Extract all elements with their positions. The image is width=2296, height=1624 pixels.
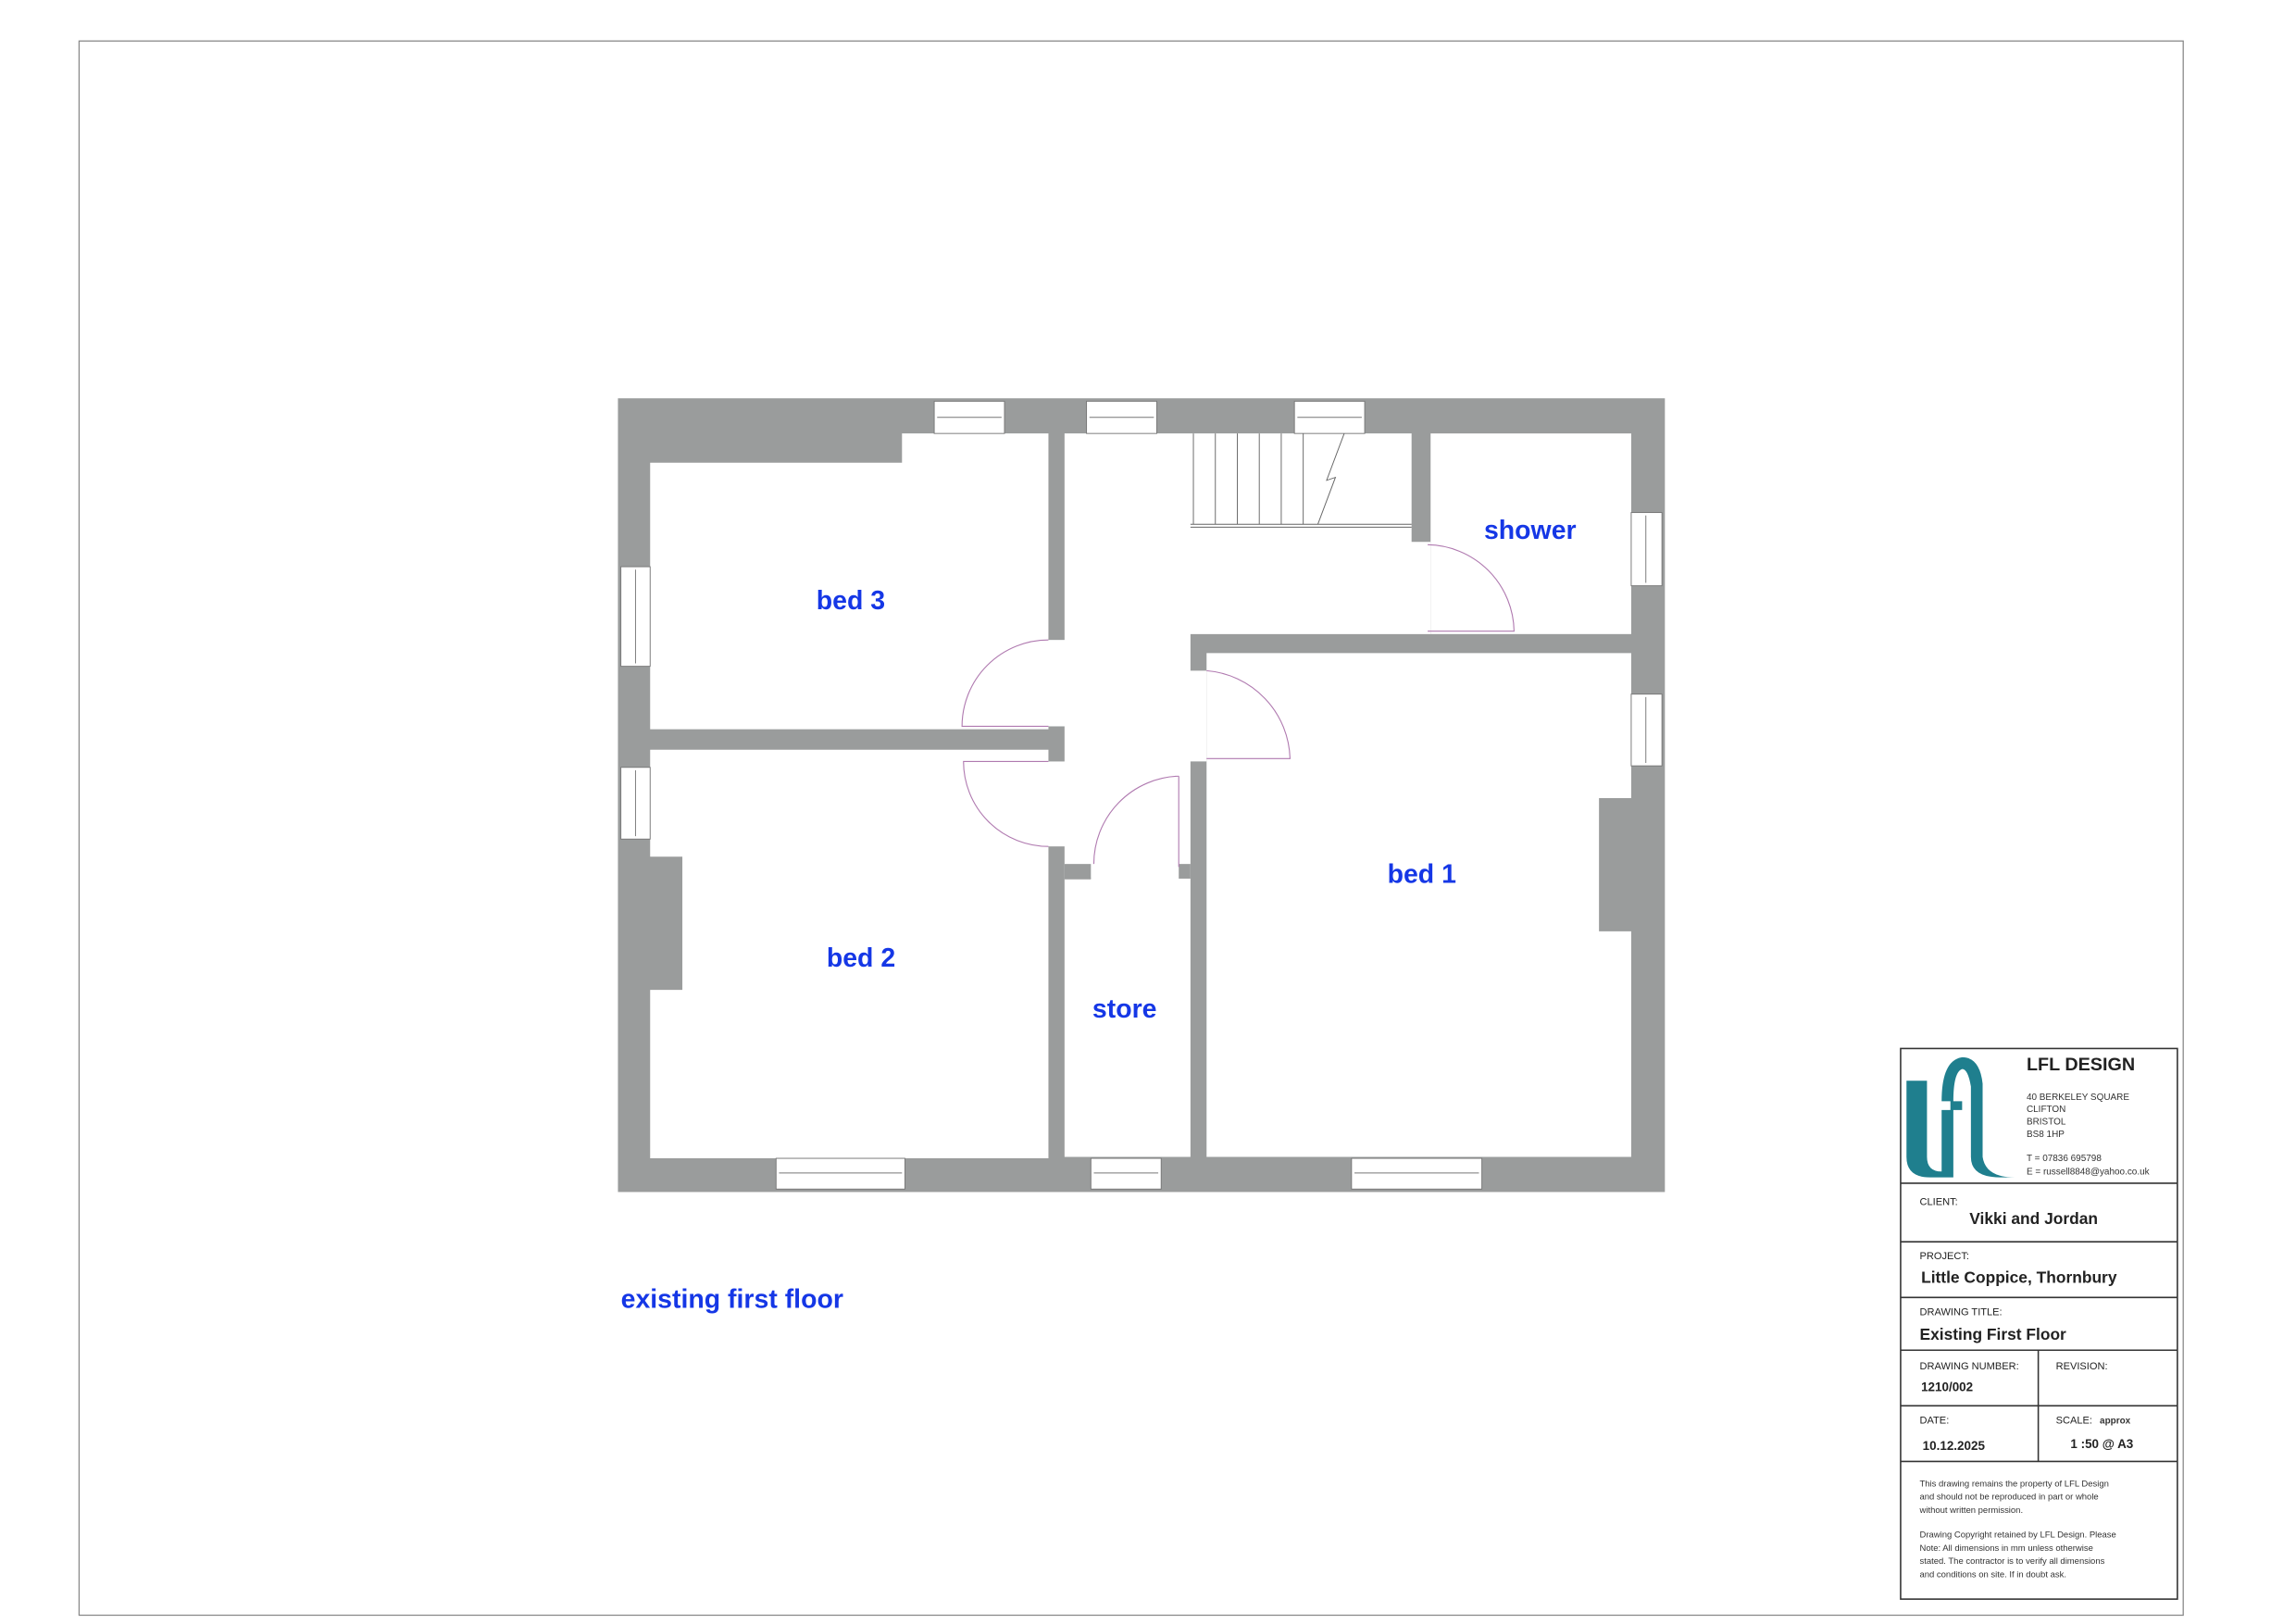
note-line: stated. The contractor is to verify all …: [1920, 1556, 2105, 1567]
drawing-title-label: DRAWING TITLE:: [1920, 1306, 2003, 1318]
wall-stub: [1064, 864, 1092, 879]
date-label: DATE:: [1920, 1415, 1950, 1426]
wall-stub: [1179, 864, 1191, 879]
windows: [620, 400, 1663, 1190]
title-block: LFL DESIGN 40 BERKELEY SQUARE CLIFTON BR…: [1900, 1047, 2178, 1600]
address-line: BRISTOL: [2027, 1118, 2066, 1128]
scale-label: SCALE:: [2056, 1415, 2092, 1426]
address-line: CLIFTON: [2027, 1105, 2065, 1115]
floor-plan: bed 3 shower bed 1 bed 2 store: [618, 398, 1666, 1193]
scale-value: 1 :50 @ A3: [2070, 1437, 2133, 1451]
room-label-store: store: [1092, 994, 1157, 1024]
room-shower: [1430, 433, 1631, 634]
address-line: BS8 1HP: [2027, 1130, 2065, 1140]
drawing-title-value: Existing First Floor: [1920, 1325, 2067, 1343]
project-label: PROJECT:: [1920, 1251, 1969, 1262]
phone: T = 07836 695798: [2027, 1154, 2102, 1164]
client-label: CLIENT:: [1920, 1197, 1958, 1208]
address-line: 40 BERKELEY SQUARE: [2027, 1093, 2129, 1103]
room-label-bed2: bed 2: [827, 943, 895, 973]
note-line: Drawing Copyright retained by LFL Design…: [1920, 1530, 2116, 1541]
email: E = russell8848@yahoo.co.uk: [2027, 1167, 2150, 1177]
drawing-number-value: 1210/002: [1921, 1380, 1973, 1394]
room-hall-store: [1064, 433, 1431, 1157]
room-label-bed1: bed 1: [1388, 860, 1456, 890]
note-line: This drawing remains the property of LFL…: [1920, 1479, 2109, 1489]
drawing-number-label: DRAWING NUMBER:: [1920, 1361, 2019, 1372]
project-value: Little Coppice, Thornbury: [1921, 1268, 2117, 1286]
company-logo: [1906, 1056, 2015, 1178]
room-label-bed3: bed 3: [817, 586, 885, 616]
note-line: and conditions on site. If in doubt ask.: [1920, 1569, 2066, 1580]
plan-title: existing first floor: [621, 1284, 843, 1314]
company-name: LFL DESIGN: [2027, 1055, 2135, 1075]
room-bed2: [650, 749, 1049, 1159]
scale-note: approx: [2100, 1416, 2131, 1426]
room-bed3: [650, 433, 1049, 730]
door-opening-bed2: [1045, 761, 1068, 847]
note-line: and should not be reproduced in part or …: [1920, 1493, 2099, 1503]
sheet-border: [78, 40, 2184, 1617]
room-bed1: [1206, 653, 1631, 1157]
revision-label: REVISION:: [2056, 1361, 2108, 1372]
client-value: Vikki and Jordan: [1969, 1209, 2098, 1228]
door-opening-bed3: [1045, 640, 1068, 727]
date-value: 10.12.2025: [1923, 1439, 1986, 1453]
doors: [961, 543, 1515, 868]
room-label-shower: shower: [1484, 516, 1577, 545]
note-line: Note: All dimensions in mm unless otherw…: [1920, 1543, 2093, 1554]
note-line: without written permission.: [1919, 1505, 2024, 1516]
staircase: [1190, 432, 1412, 528]
